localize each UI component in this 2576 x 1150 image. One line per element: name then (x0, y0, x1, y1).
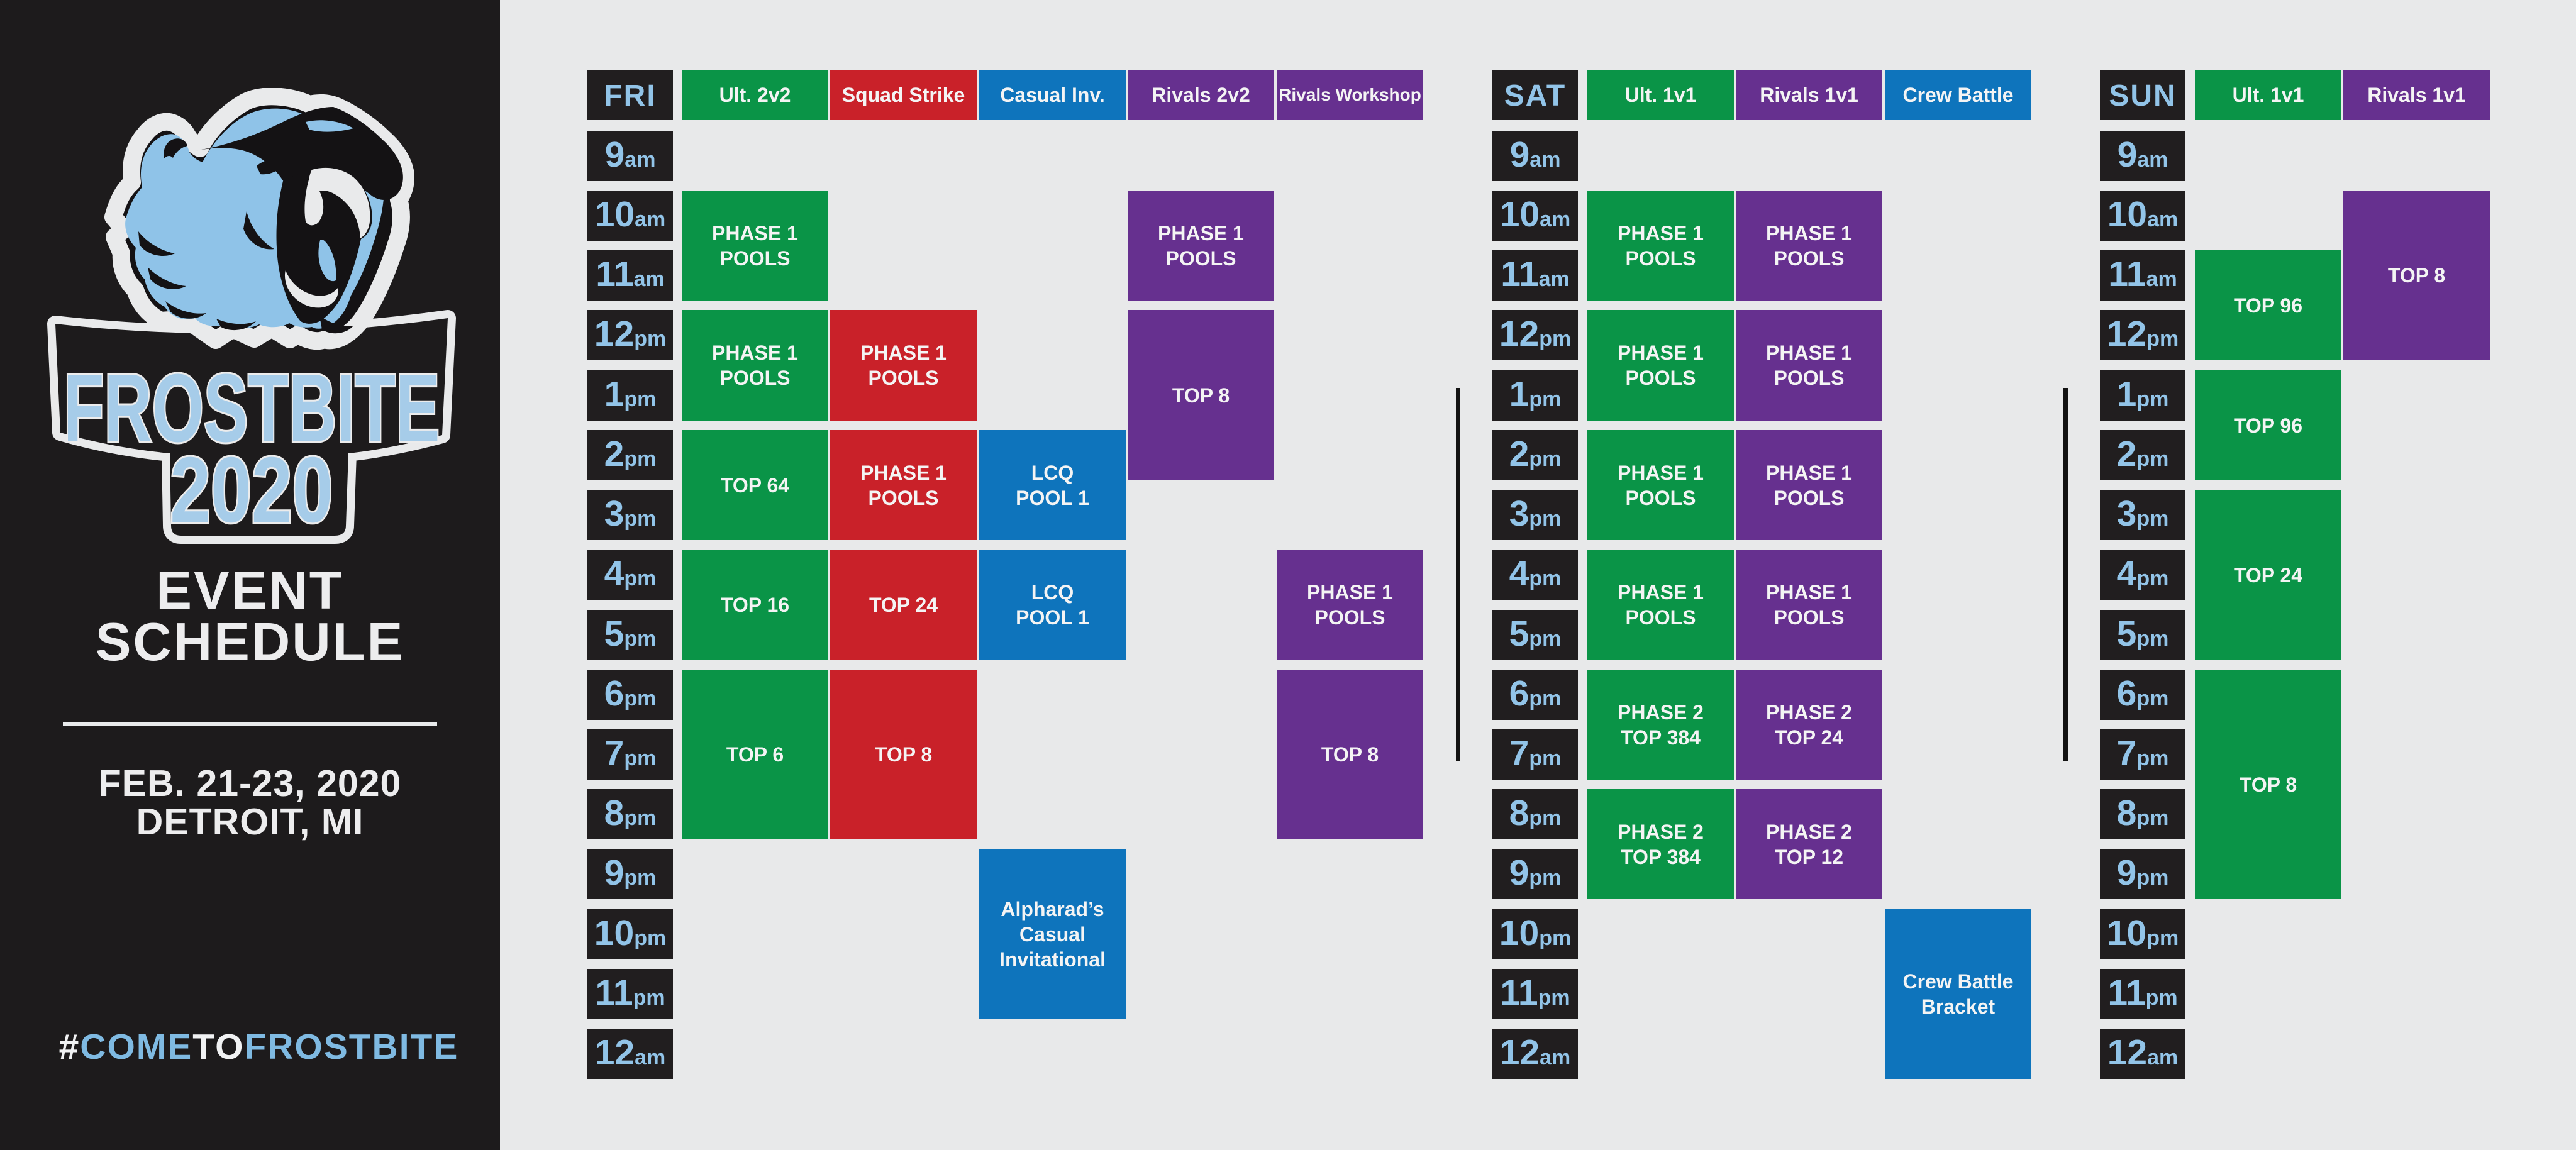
svg-text:FROSTBITE: FROSTBITE (64, 354, 440, 462)
svg-text:2020: 2020 (170, 438, 333, 542)
